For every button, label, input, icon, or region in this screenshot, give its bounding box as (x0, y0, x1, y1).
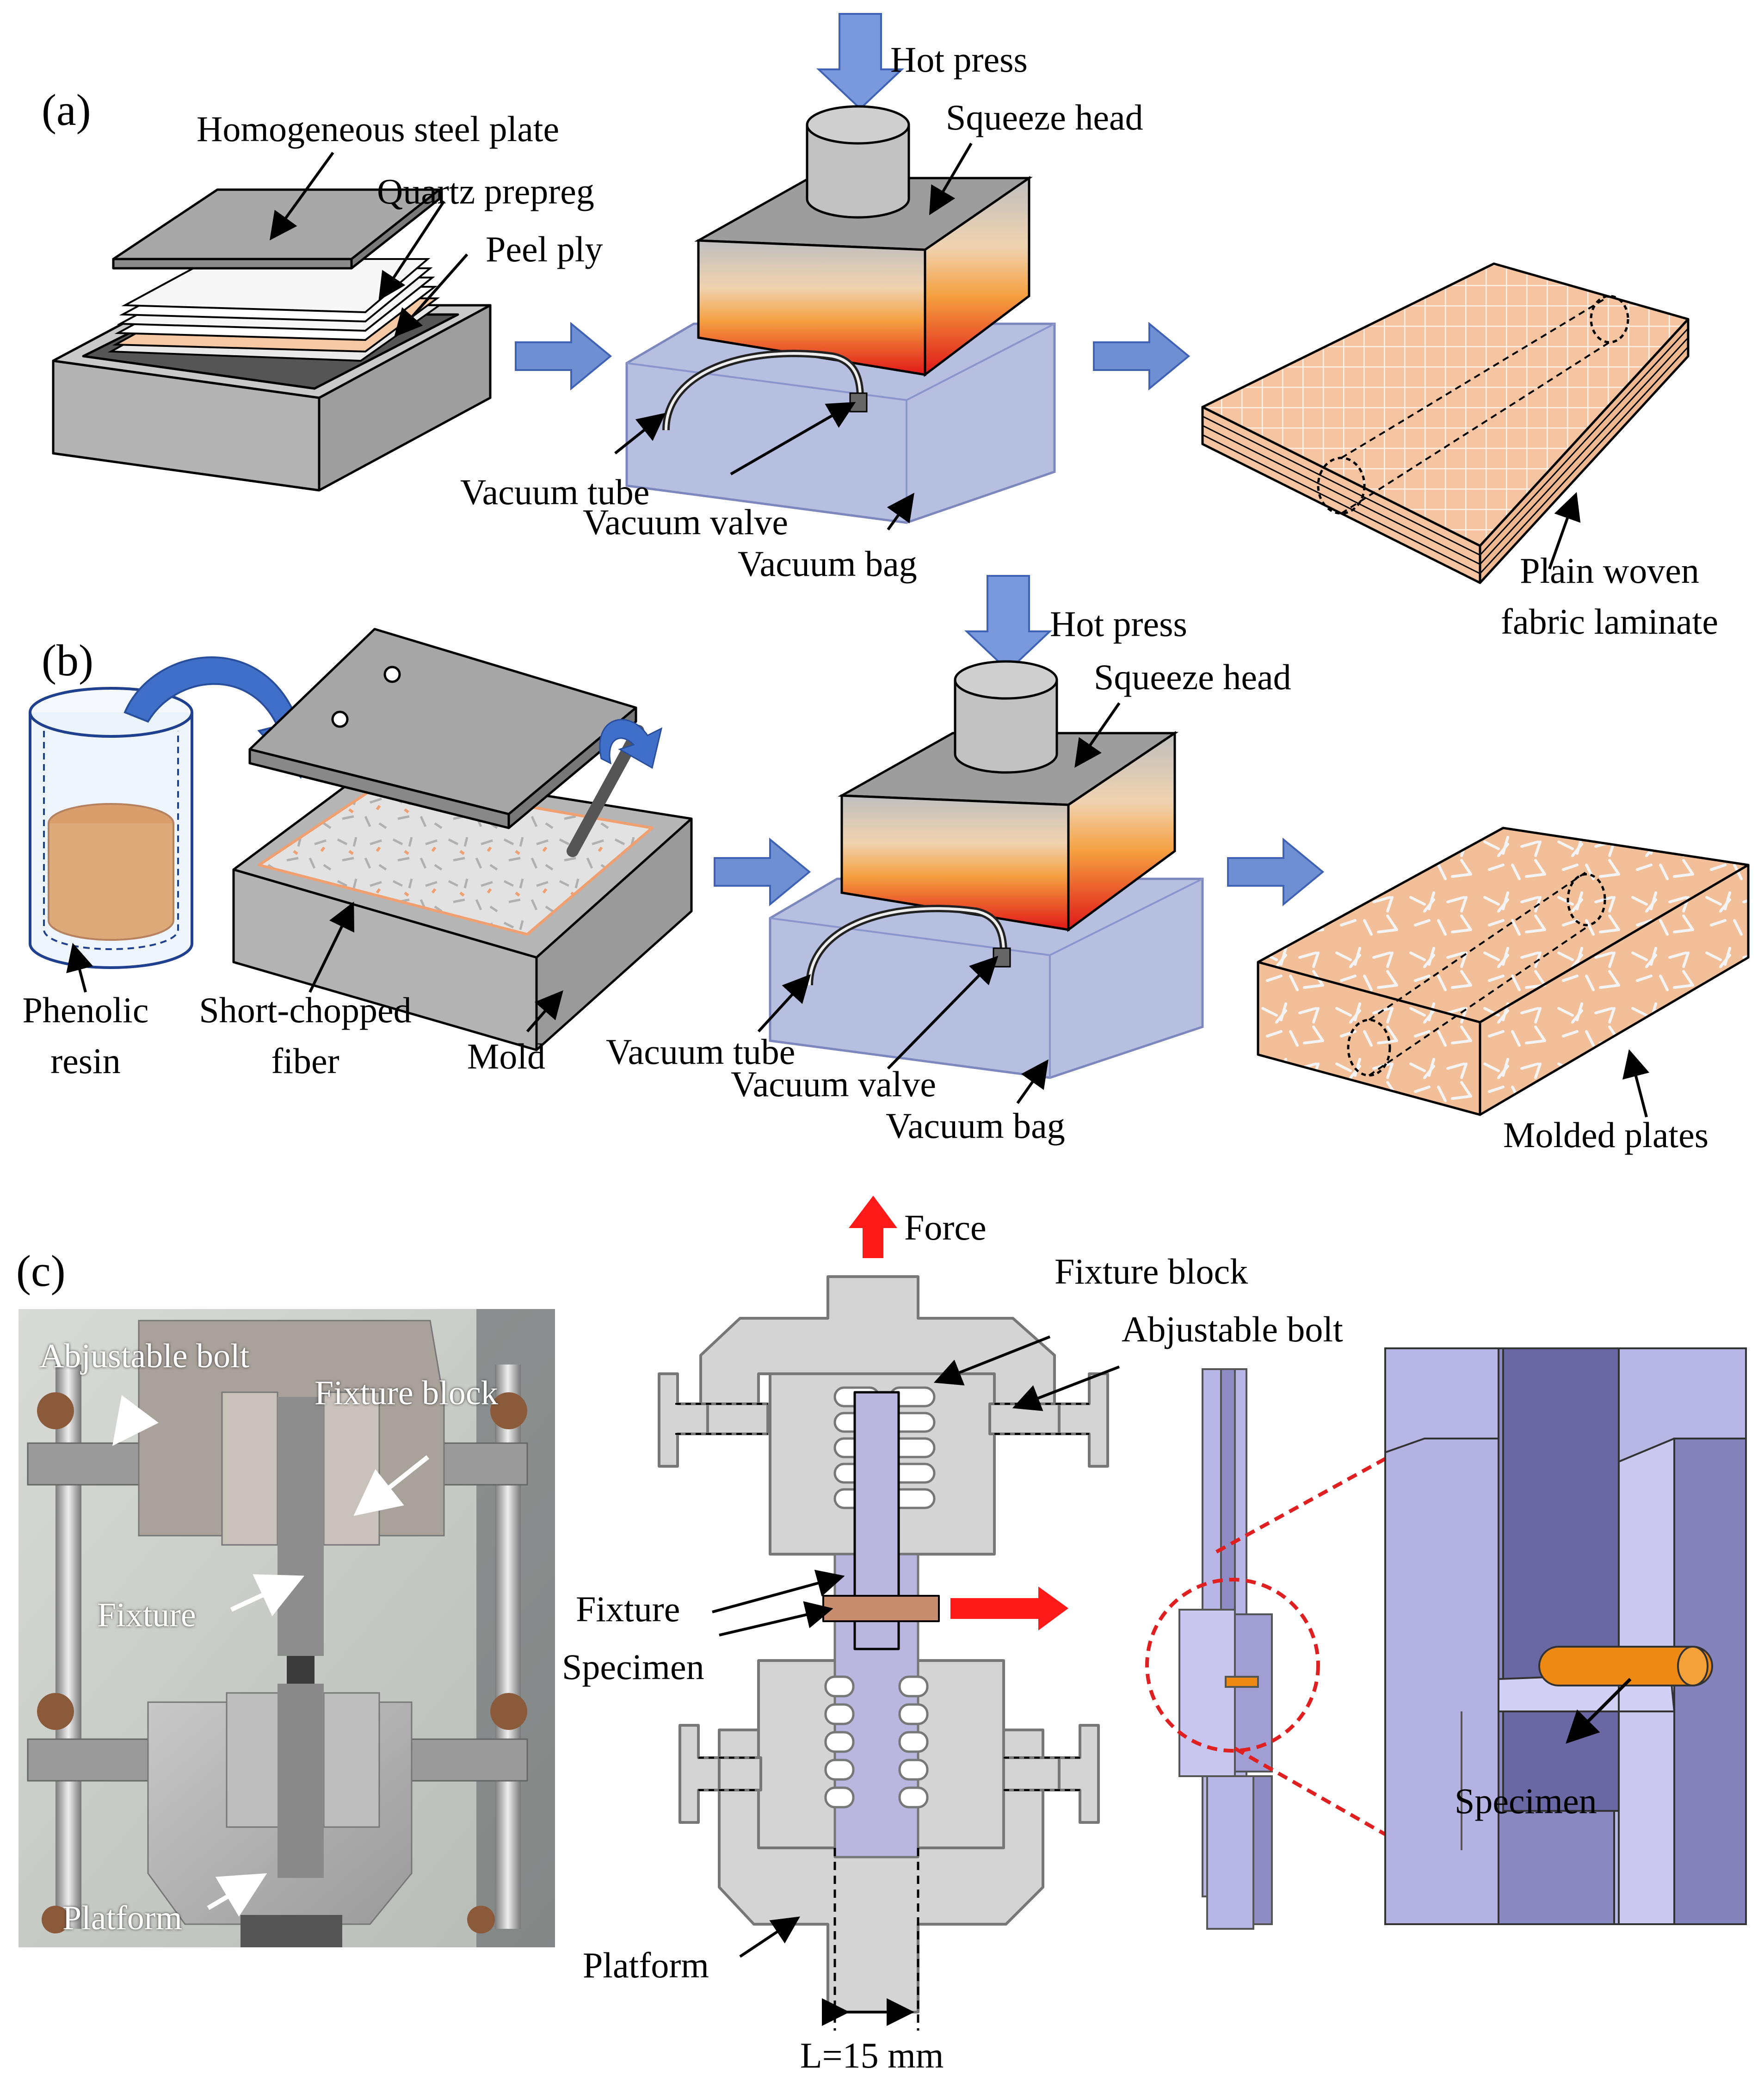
label-force: Force (904, 1207, 987, 1247)
laminate-a (1201, 262, 1690, 584)
label-molded-plates: Molded plates (1503, 1115, 1709, 1155)
label-squeeze-head-a: Squeeze head (946, 97, 1143, 137)
label-specimen: Specimen (562, 1647, 704, 1687)
label-fixture-block: Fixture block (1055, 1251, 1248, 1291)
leader-arrows (66, 142, 1650, 1958)
label-fiber-line2: fiber (271, 1041, 339, 1081)
fixture-3d-small (1178, 1368, 1273, 1930)
panel-label-c: (c) (16, 1246, 66, 1296)
process-arrow (1093, 321, 1190, 391)
label-mold: Mold (467, 1036, 546, 1076)
mold-box-b (232, 766, 693, 1051)
panel-label-a: (a) (42, 85, 91, 135)
label-resin-line2: resin (50, 1041, 121, 1081)
process-arrow (515, 321, 612, 391)
hot-press-arrow (816, 13, 905, 110)
label-peel-ply: Peel ply (486, 229, 603, 269)
hot-press-arrow (964, 575, 1053, 672)
resin-beaker (29, 687, 193, 969)
photo-label-bolt: Abjustable bolt (39, 1337, 250, 1375)
fixture-schematic (658, 1196, 1109, 2031)
label-fixture: Fixture (576, 1589, 680, 1629)
label-vacuum-tube-a: Vacuum tube (460, 472, 650, 512)
label-vacuum-valve-b: Vacuum valve (731, 1064, 937, 1104)
zoom-arrow (950, 1587, 1068, 1630)
label-vacuum-valve-a: Vacuum valve (583, 502, 789, 542)
label-vacuum-tube-b: Vacuum tube (606, 1031, 796, 1072)
stir-arrow (599, 719, 663, 769)
process-arrow (1227, 837, 1325, 907)
fixture-photo (19, 1309, 555, 1947)
label-fiber-line1: Short-chopped (199, 990, 412, 1030)
photo-label-platform: Platform (62, 1899, 182, 1937)
molded-plate-b (1257, 827, 1750, 1116)
process-arrow (714, 837, 811, 907)
photo-label-fixture: Fixture (97, 1596, 196, 1634)
force-arrow (849, 1196, 897, 1258)
mold-lid-b (248, 628, 637, 829)
label-vacuum-bag-b: Vacuum bag (886, 1105, 1065, 1146)
label-vacuum-bag-a: Vacuum bag (738, 543, 917, 584)
label-resin-line1: Phenolic (22, 990, 149, 1030)
label-hot-press-a: Hot press (890, 39, 1028, 80)
label-zoom-specimen: Specimen (1455, 1781, 1597, 1821)
label-dimension: L=15 mm (800, 2035, 944, 2075)
label-steel-plate: Homogeneous steel plate (197, 109, 560, 149)
specimen-pin (822, 1595, 940, 1622)
label-adjustable-bolt: Abjustable bolt (1122, 1309, 1343, 1349)
label-hot-press-b: Hot press (1050, 604, 1187, 644)
label-laminate-line2: fabric laminate (1501, 601, 1718, 642)
prepreg-stack-a (107, 258, 443, 362)
label-laminate-line1: Plain woven (1520, 550, 1699, 591)
panel-label-b: (b) (42, 636, 93, 685)
hot-press-a (625, 13, 1056, 524)
zoom-circle (1145, 1578, 1320, 1753)
hot-press-b (769, 575, 1204, 1079)
label-platform: Platform (583, 1945, 709, 1985)
label-squeeze-head-b: Squeeze head (1094, 657, 1291, 697)
photo-label-block: Fixture block (315, 1374, 498, 1412)
fixture-3d-zoom (1384, 1347, 1747, 1925)
label-quartz-prepreg: Quartz prepreg (377, 171, 594, 211)
